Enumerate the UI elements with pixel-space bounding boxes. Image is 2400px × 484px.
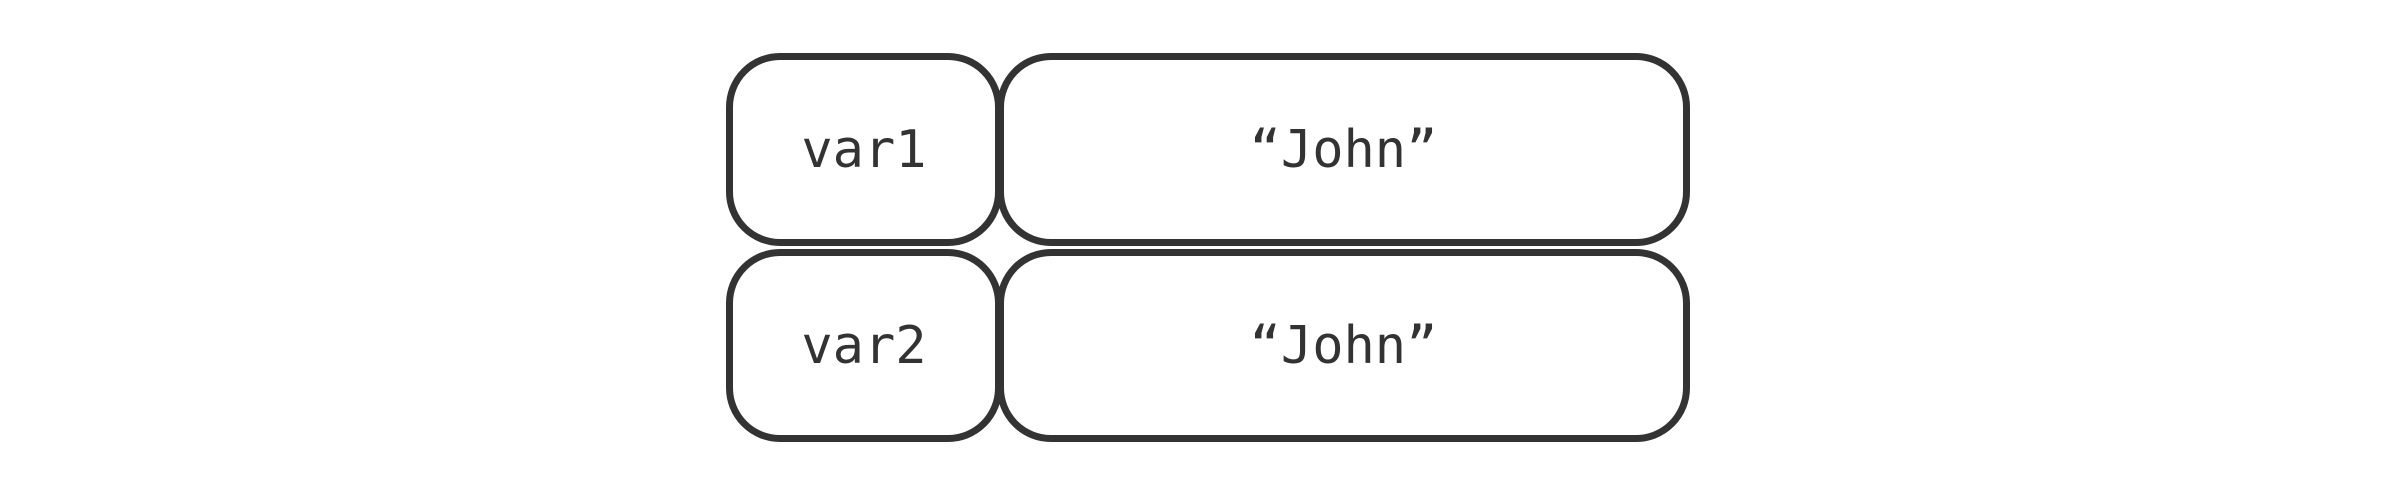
variable-name-box-var2: var2: [726, 249, 1002, 442]
variable-name-label: var2: [801, 315, 927, 376]
variable-value-box-var1: “John”: [997, 53, 1690, 246]
variable-value-label: “John”: [1249, 315, 1438, 376]
variable-value-box-var2: “John”: [997, 249, 1690, 442]
variable-name-label: var1: [801, 119, 927, 180]
variable-name-box-var1: var1: [726, 53, 1002, 246]
variable-value-label: “John”: [1249, 119, 1438, 180]
